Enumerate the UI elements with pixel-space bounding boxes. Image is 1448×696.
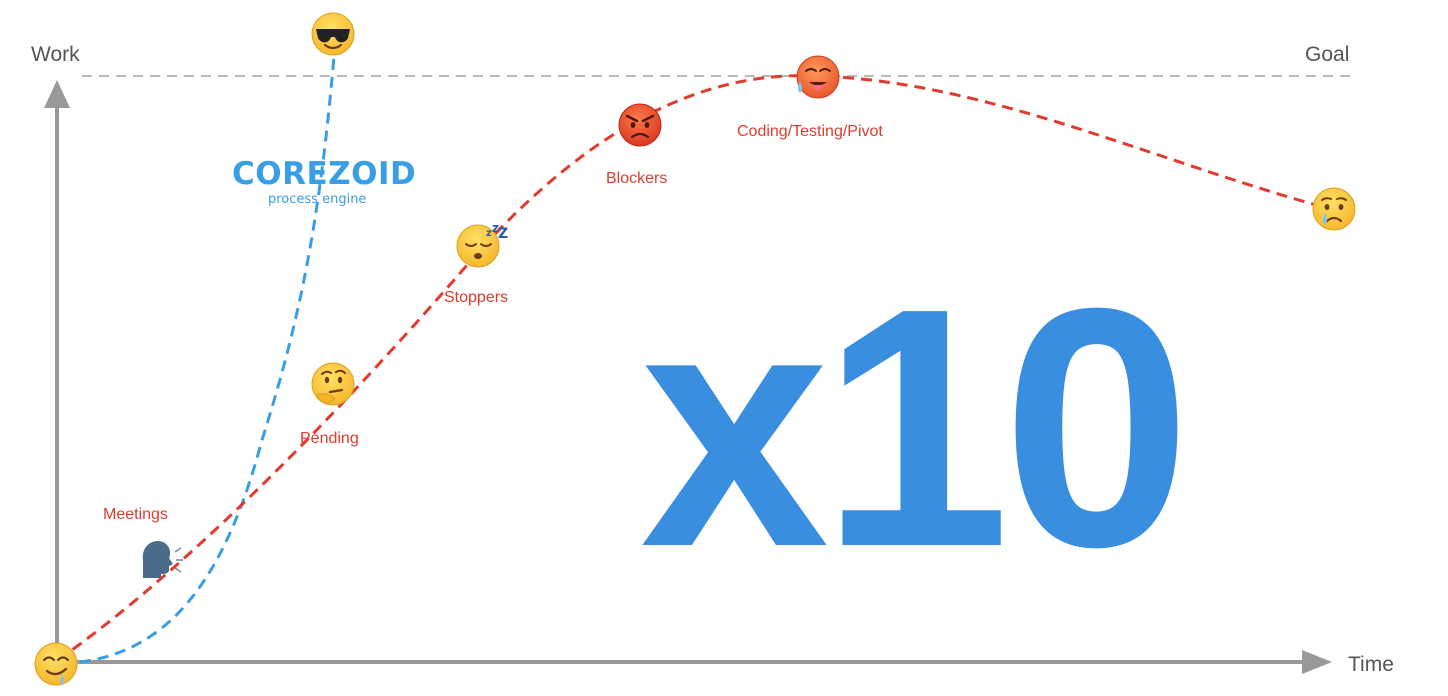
- corezoid-logo-name: COREZOID: [232, 156, 416, 192]
- angry-face-icon: [618, 103, 662, 147]
- corezoid-logo: COREZOID process engine: [232, 156, 416, 207]
- crying-face-icon: [1312, 187, 1356, 231]
- y-axis-label: Work: [31, 43, 80, 66]
- stage-label-stoppers: Stoppers: [444, 289, 508, 306]
- hot-face-icon: [796, 55, 840, 99]
- goal-label: Goal: [1305, 43, 1349, 66]
- corezoid-logo-tagline: process engine: [268, 192, 366, 207]
- y-axis-arrow: [44, 80, 70, 108]
- stage-label-meetings: Meetings: [103, 506, 168, 523]
- svg-text:Z: Z: [498, 226, 508, 242]
- corezoid-curve: [79, 55, 336, 664]
- sunglasses-face-icon: [311, 12, 355, 56]
- x-axis-arrow: [1302, 650, 1332, 674]
- sleeping-face-icon: z z Z: [456, 221, 508, 268]
- headline-x10: x10: [640, 238, 1183, 618]
- stage-label-coding: Coding/Testing/Pivot: [737, 123, 883, 140]
- svg-text:z: z: [486, 228, 492, 239]
- drooling-face-icon: [34, 642, 78, 686]
- speaking-head-icon: [142, 540, 183, 578]
- stage-label-blockers: Blockers: [606, 170, 667, 187]
- stage-label-pending: Pending: [300, 430, 359, 447]
- x-axis-label: Time: [1348, 653, 1394, 676]
- svg-text:z: z: [492, 221, 499, 235]
- thinking-face-icon: [311, 362, 355, 406]
